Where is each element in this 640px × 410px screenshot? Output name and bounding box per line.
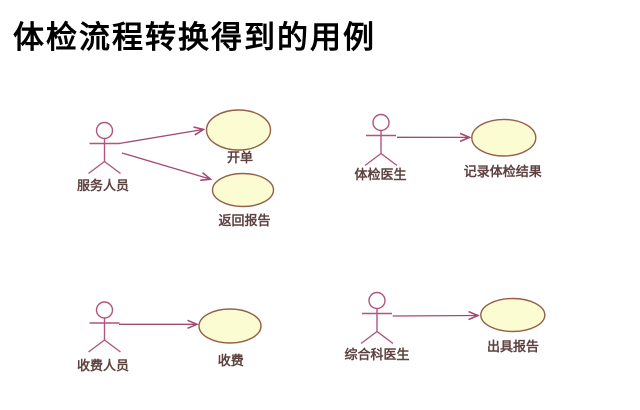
usecase-label: 开单 bbox=[227, 150, 253, 166]
actor-leg-right bbox=[104, 339, 121, 353]
association-arrow bbox=[118, 130, 203, 145]
actor-leg-right bbox=[104, 160, 121, 175]
actor-general-doctor-figure bbox=[360, 291, 394, 345]
actor-leg-left bbox=[364, 152, 382, 167]
usecase-label: 出具报告 bbox=[487, 339, 539, 355]
association-arrow bbox=[121, 152, 210, 179]
usecase-label: 收费 bbox=[218, 353, 244, 369]
actor-head bbox=[95, 301, 114, 319]
actor-label: 服务人员 bbox=[77, 178, 129, 194]
actor-head bbox=[372, 113, 390, 132]
group-general-doctor: 综合科医生 出具报告 bbox=[344, 291, 546, 363]
actor-leg-right bbox=[380, 152, 398, 167]
actor-cashier-figure bbox=[88, 301, 121, 353]
group-exam-doctor: 体检医生 记录体检结果 bbox=[354, 113, 542, 183]
association-arrow bbox=[392, 316, 478, 317]
actor-leg-left bbox=[88, 160, 105, 175]
actor-leg-left bbox=[88, 339, 105, 353]
actor-head bbox=[95, 121, 114, 140]
actor-label: 收费人员 bbox=[77, 358, 129, 374]
usecase-ellipse bbox=[211, 172, 275, 208]
actor-exam-doctor-figure bbox=[364, 113, 398, 167]
actor-leg-right bbox=[376, 330, 394, 345]
usecase-label: 返回报告 bbox=[218, 213, 270, 229]
actor-label: 综合科医生 bbox=[344, 347, 409, 363]
page-title: 体检流程转换得到的用例 bbox=[13, 20, 376, 56]
usecase-ellipse bbox=[480, 297, 546, 333]
usecase-ellipse bbox=[471, 118, 537, 157]
actor-leg-left bbox=[360, 330, 378, 345]
actor-service-staff-figure bbox=[88, 121, 121, 175]
actor-head bbox=[368, 291, 386, 310]
group-cashier: 收费人员 收费 bbox=[77, 301, 262, 374]
usecase-label: 记录体检结果 bbox=[464, 164, 542, 180]
actor-label: 体检医生 bbox=[354, 167, 406, 183]
group-service-staff: 服务人员 开单 返回报告 bbox=[77, 109, 275, 229]
usecase-ellipse bbox=[205, 109, 272, 151]
usecase-ellipse bbox=[198, 308, 262, 344]
